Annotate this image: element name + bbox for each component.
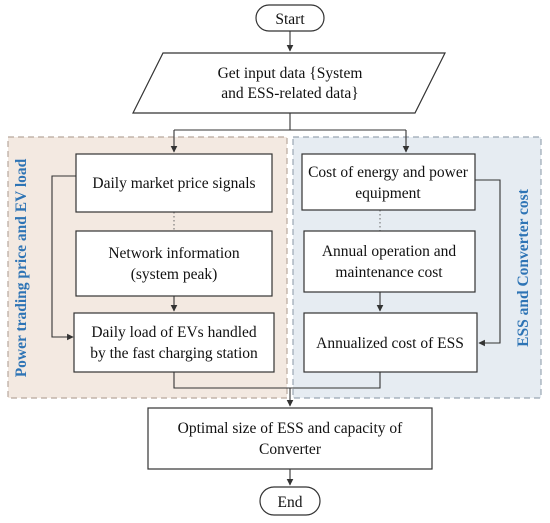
connectors (51, 31, 501, 486)
input-line-2: and ESS-related data} (221, 85, 358, 102)
market-price-label: Daily market price signals (92, 175, 255, 192)
ev-load-line-1: Daily load of EVs handled (91, 324, 257, 341)
network-info-line-1: Network information (108, 245, 240, 262)
equipment-cost-line-2: equipment (355, 185, 421, 202)
power-trading-group-label: Power trading price and EV load (13, 158, 30, 377)
network-info-line-2: (system peak) (131, 266, 218, 283)
ev-load-line-2: by the fast charging station (90, 345, 258, 362)
network-info-box: Network information (system peak) (75, 230, 273, 297)
end-label: End (278, 494, 303, 511)
start-label: Start (275, 11, 305, 28)
equipment-cost-line-1: Cost of energy and power (308, 164, 469, 181)
end-terminal: End (259, 486, 321, 516)
equipment-cost-box: Cost of energy and power equipment (301, 153, 476, 211)
market-price-box: Daily market price signals (75, 153, 273, 213)
optimal-size-box: Optimal size of ESS and capacity of Conv… (147, 407, 433, 470)
optimal-size-line-2: Converter (259, 441, 322, 458)
annualized-cost-box: Annualized cost of ESS (303, 312, 478, 373)
annualized-cost-label: Annualized cost of ESS (316, 335, 464, 352)
om-cost-line-1: Annual operation and (322, 243, 457, 260)
start-terminal: Start (255, 4, 325, 32)
input-data-parallelogram: Get input data {System and ESS-related d… (132, 52, 446, 114)
ev-load-box: Daily load of EVs handled by the fast ch… (73, 312, 275, 373)
ess-converter-group-label: ESS and Converter cost (515, 188, 532, 347)
optimal-size-line-1: Optimal size of ESS and capacity of (178, 420, 404, 437)
om-cost-line-2: maintenance cost (335, 264, 443, 281)
om-cost-box: Annual operation and maintenance cost (303, 230, 476, 293)
input-line-1: Get input data {System (218, 65, 363, 82)
